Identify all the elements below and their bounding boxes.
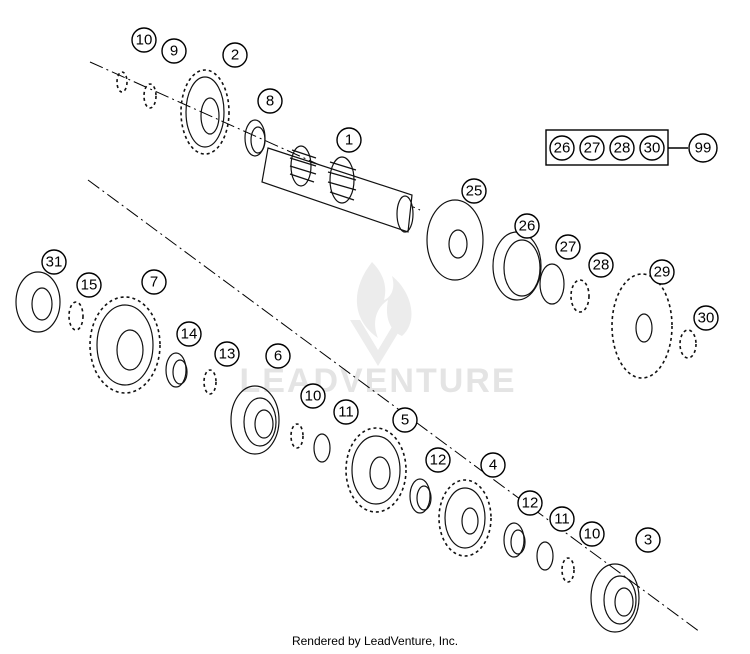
callout-28[interactable]: 28 xyxy=(588,252,614,278)
callout-8[interactable]: 8 xyxy=(257,88,283,114)
kit-group: 26 27 28 30 99 xyxy=(545,129,718,166)
svg-text:10: 10 xyxy=(305,388,322,405)
svg-text:14: 14 xyxy=(181,326,198,343)
callout-10[interactable]: 10 xyxy=(579,521,605,547)
part-30-nut xyxy=(679,329,697,359)
part-4-gear xyxy=(438,479,492,557)
svg-text:25: 25 xyxy=(466,183,483,200)
callout-11[interactable]: 11 xyxy=(549,506,575,532)
svg-text:4: 4 xyxy=(489,457,497,474)
callout-15[interactable]: 15 xyxy=(76,272,102,298)
kit-member-callout[interactable]: 26 xyxy=(549,135,575,161)
svg-text:99: 99 xyxy=(695,140,712,157)
svg-text:26: 26 xyxy=(554,140,571,157)
part-31-seal xyxy=(15,271,61,333)
svg-text:12: 12 xyxy=(430,452,447,469)
callout-6[interactable]: 6 xyxy=(265,343,291,369)
kit-member-callout[interactable]: 28 xyxy=(609,135,635,161)
callout-3[interactable]: 3 xyxy=(635,527,661,553)
part-13-washer xyxy=(203,369,217,395)
callout-27[interactable]: 27 xyxy=(555,234,581,260)
part-11-lower-a xyxy=(313,433,331,463)
callout-5[interactable]: 5 xyxy=(392,407,418,433)
part-27-ring xyxy=(539,263,565,305)
callout-14[interactable]: 14 xyxy=(176,321,202,347)
callout-29[interactable]: 29 xyxy=(649,259,675,285)
part-8-bearing xyxy=(244,119,266,157)
part-12-bushing-b xyxy=(503,522,526,558)
svg-text:29: 29 xyxy=(654,264,671,281)
svg-text:8: 8 xyxy=(266,93,274,110)
part-9-upper xyxy=(143,83,157,109)
part-7-gear xyxy=(89,296,161,394)
part-6-gear xyxy=(230,385,280,455)
callout-12[interactable]: 12 xyxy=(425,447,451,473)
flame-logo-icon xyxy=(356,262,412,338)
kit-member-callout[interactable]: 30 xyxy=(639,135,665,161)
part-10-lower-b xyxy=(561,557,575,583)
lower-shaft-axis xyxy=(87,179,701,633)
svg-text:5: 5 xyxy=(401,412,409,429)
svg-text:30: 30 xyxy=(698,310,715,327)
footer-credit: Rendered by LeadVenture, Inc. xyxy=(291,634,459,648)
part-10-lower-a xyxy=(290,423,304,449)
callout-1[interactable]: 1 xyxy=(336,127,362,153)
part-1-shaft xyxy=(261,145,414,233)
svg-text:12: 12 xyxy=(522,495,539,512)
kit-member-callout[interactable]: 27 xyxy=(579,135,605,161)
callout-4[interactable]: 4 xyxy=(480,452,506,478)
svg-text:1: 1 xyxy=(345,132,353,149)
kit-ref-callout[interactable]: 99 xyxy=(688,133,718,163)
part-2-gear xyxy=(180,69,230,155)
svg-text:15: 15 xyxy=(81,277,98,294)
part-15-washer xyxy=(68,301,84,331)
svg-text:31: 31 xyxy=(46,254,63,271)
chevron-logo-icon xyxy=(350,320,406,366)
part-29-sprocket xyxy=(611,273,673,379)
svg-text:6: 6 xyxy=(274,348,282,365)
callout-7[interactable]: 7 xyxy=(141,269,167,295)
callout-30[interactable]: 30 xyxy=(693,305,719,331)
part-14-bushing xyxy=(165,352,188,388)
svg-text:30: 30 xyxy=(644,140,661,157)
svg-text:28: 28 xyxy=(614,140,631,157)
callout-26[interactable]: 26 xyxy=(514,213,540,239)
svg-text:10: 10 xyxy=(136,32,153,49)
part-5-gear xyxy=(345,427,407,513)
svg-text:9: 9 xyxy=(170,43,178,60)
svg-text:10: 10 xyxy=(584,526,601,543)
callout-9[interactable]: 9 xyxy=(161,38,187,64)
callout-12[interactable]: 12 xyxy=(517,490,543,516)
svg-text:7: 7 xyxy=(150,274,158,291)
svg-text:11: 11 xyxy=(554,511,570,528)
part-11-lower-b xyxy=(536,541,554,571)
svg-text:26: 26 xyxy=(519,218,536,235)
callout-11[interactable]: 11 xyxy=(333,399,359,425)
part-25-washer xyxy=(426,199,484,281)
watermark: LEADVENTURE xyxy=(239,262,516,400)
part-12-bushing-a xyxy=(409,478,432,514)
callout-25[interactable]: 25 xyxy=(461,178,487,204)
part-10-upper xyxy=(116,71,128,93)
callout-10[interactable]: 10 xyxy=(131,27,157,53)
svg-text:27: 27 xyxy=(560,239,577,256)
callout-10[interactable]: 10 xyxy=(300,383,326,409)
part-3-gear xyxy=(590,563,640,633)
svg-text:27: 27 xyxy=(584,140,601,157)
callout-31[interactable]: 31 xyxy=(41,249,67,275)
part-26-bearing xyxy=(492,231,542,301)
watermark-text: LEADVENTURE xyxy=(239,362,516,400)
part-28-ring xyxy=(570,279,590,313)
svg-text:28: 28 xyxy=(593,257,610,274)
callout-13[interactable]: 13 xyxy=(214,341,240,367)
svg-text:13: 13 xyxy=(219,346,236,363)
svg-text:3: 3 xyxy=(644,532,652,549)
svg-text:2: 2 xyxy=(231,47,239,64)
svg-text:11: 11 xyxy=(338,404,354,421)
callout-2[interactable]: 2 xyxy=(222,42,248,68)
